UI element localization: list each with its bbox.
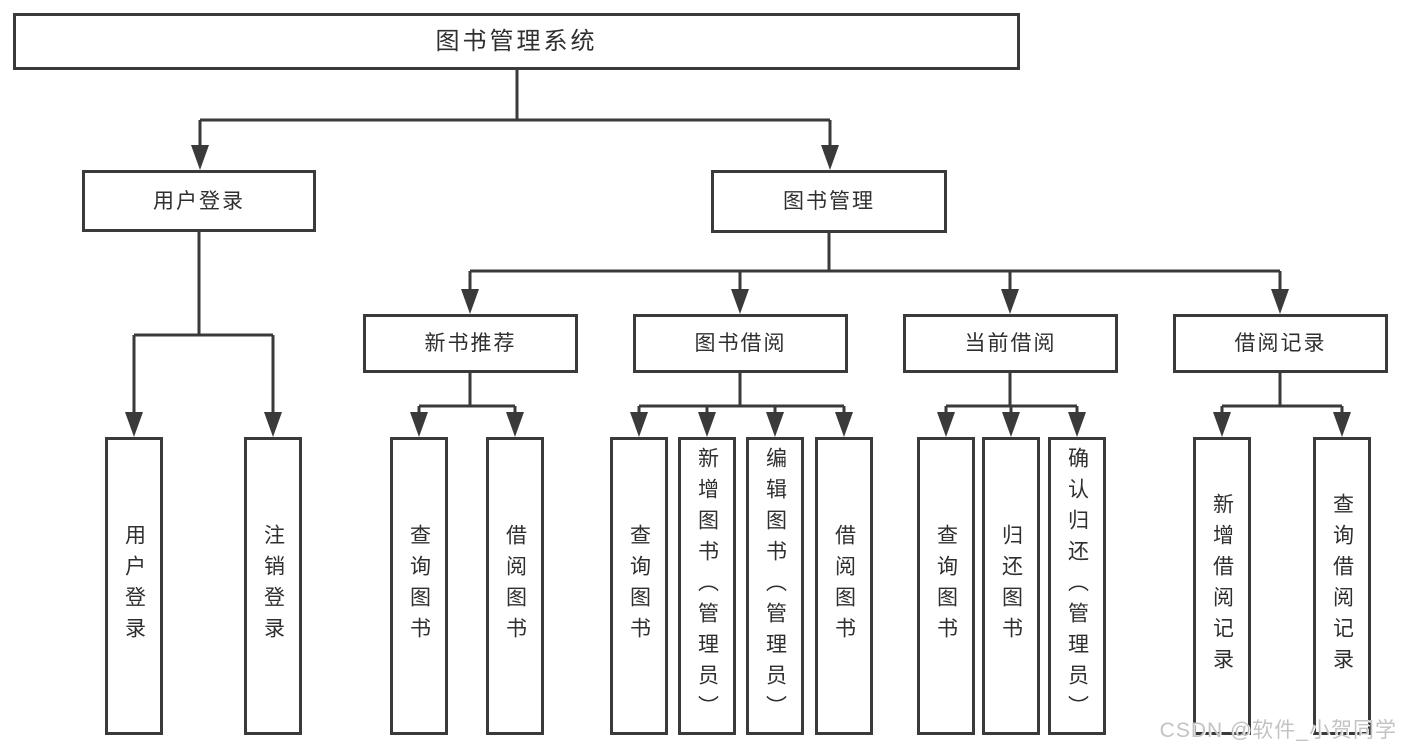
leaf-edit-book-admin: 编辑图书（管理员） [746,437,804,735]
arrow-down-icon [191,145,209,170]
arrow-down-icon [506,412,524,437]
arrow-down-icon [835,412,853,437]
leaf-confirm-return-admin: 确认归还（管理员） [1048,437,1106,735]
arrow-down-icon [937,412,955,437]
arrow-down-icon [1002,412,1020,437]
arrow-down-icon [698,412,716,437]
arrow-down-icon [731,289,749,314]
node-book-borrowing: 图书借阅 [633,314,848,373]
node-user-login-branch: 用户登录 [82,170,316,232]
arrow-down-icon [125,412,143,437]
leaf-add-book-admin: 新增图书（管理员） [678,437,736,735]
arrow-down-icon [766,412,784,437]
node-library-management-system: 图书管理系统 [13,13,1020,70]
leaf-query-books-borrowing: 查询图书 [610,437,668,735]
leaf-borrow-books: 借阅图书 [815,437,873,735]
node-borrowing-records: 借阅记录 [1173,314,1388,373]
leaf-logout: 注销登录 [244,437,302,735]
arrow-down-icon [1001,289,1019,314]
csdn-watermark: CSDN @软件_小贺同学 [1159,719,1397,742]
arrow-down-icon [461,289,479,314]
leaf-return-books: 归还图书 [982,437,1040,735]
leaf-query-borrow-record: 查询借阅记录 [1313,437,1371,735]
leaf-add-borrow-record: 新增借阅记录 [1193,437,1251,735]
node-book-management-branch: 图书管理 [711,170,947,233]
arrow-down-icon [1271,289,1289,314]
node-new-book-recommendation: 新书推荐 [363,314,578,373]
arrow-down-icon [1068,412,1086,437]
arrow-down-icon [1333,412,1351,437]
leaf-user-login: 用户登录 [105,437,163,735]
arrow-down-icon [821,145,839,170]
node-current-borrowing: 当前借阅 [903,314,1118,373]
leaf-borrow-books-recommend: 借阅图书 [486,437,544,735]
leaf-query-books-recommend: 查询图书 [390,437,448,735]
arrow-down-icon [410,412,428,437]
arrow-down-icon [264,412,282,437]
arrow-down-icon [630,412,648,437]
leaf-query-books-current: 查询图书 [917,437,975,735]
arrow-down-icon [1213,412,1231,437]
